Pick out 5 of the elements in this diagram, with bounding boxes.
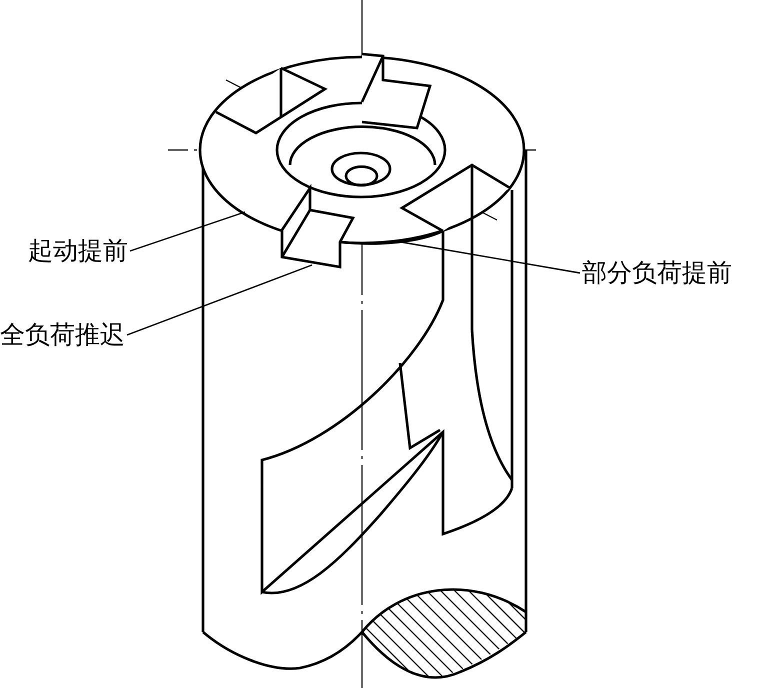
leader-line	[130, 211, 246, 252]
leader-line	[126, 264, 312, 336]
part-label: 起动提前	[28, 236, 128, 266]
part-label: 部分负荷提前	[582, 258, 732, 288]
part-label: 全负荷推迟	[0, 320, 125, 350]
